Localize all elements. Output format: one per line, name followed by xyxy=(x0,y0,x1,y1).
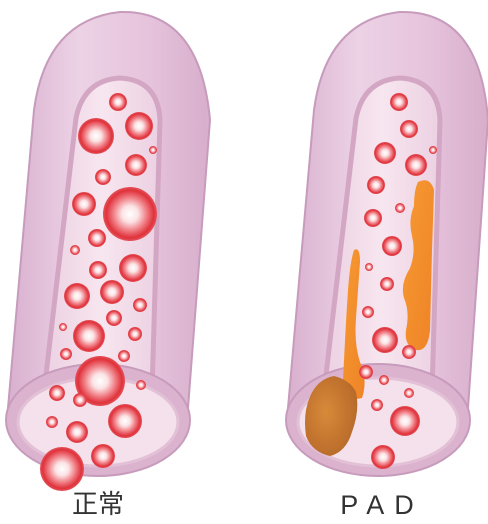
red-blood-cell xyxy=(128,327,142,341)
red-blood-cell xyxy=(60,348,72,360)
red-blood-cell xyxy=(402,345,416,359)
red-blood-cell xyxy=(106,310,122,326)
red-blood-cell xyxy=(119,254,147,282)
red-blood-cell xyxy=(49,385,65,401)
red-blood-cell xyxy=(371,445,395,469)
red-blood-cell xyxy=(78,118,114,154)
red-blood-cell xyxy=(372,327,398,353)
red-blood-cell xyxy=(405,154,427,176)
red-blood-cell xyxy=(380,277,394,291)
red-blood-cell xyxy=(379,375,389,385)
red-blood-cell xyxy=(382,236,402,256)
red-blood-cell xyxy=(395,203,405,213)
red-blood-cell xyxy=(125,112,153,140)
red-blood-cell xyxy=(70,245,80,255)
pad-artery xyxy=(286,12,488,476)
red-blood-cell xyxy=(91,444,115,468)
red-blood-cell xyxy=(365,263,373,271)
red-blood-cell xyxy=(133,298,147,312)
red-blood-cell xyxy=(390,93,408,111)
red-blood-cell xyxy=(103,187,157,241)
red-blood-cell xyxy=(118,350,130,362)
red-blood-cell xyxy=(64,283,90,309)
red-blood-cell xyxy=(89,261,107,279)
red-blood-cell xyxy=(40,447,84,491)
red-blood-cell xyxy=(59,323,67,331)
normal-artery xyxy=(6,12,210,491)
red-blood-cell xyxy=(149,146,157,154)
red-blood-cell xyxy=(100,280,124,304)
red-blood-cell xyxy=(66,421,88,443)
red-blood-cell xyxy=(73,393,87,407)
red-blood-cell xyxy=(72,192,96,216)
red-blood-cell xyxy=(136,380,146,390)
red-blood-cell xyxy=(359,365,373,379)
label-normal: 正常 xyxy=(38,488,158,522)
red-blood-cell xyxy=(429,146,437,154)
red-blood-cell xyxy=(88,229,106,247)
red-blood-cell xyxy=(404,388,414,398)
label-pad: PAD xyxy=(322,488,442,522)
red-blood-cell xyxy=(364,209,382,227)
red-blood-cell xyxy=(73,320,105,352)
red-blood-cell xyxy=(374,142,396,164)
red-blood-cell xyxy=(109,93,127,111)
red-blood-cell xyxy=(367,176,385,194)
red-blood-cell xyxy=(95,169,111,185)
red-blood-cell xyxy=(390,406,420,436)
red-blood-cell xyxy=(46,416,58,428)
red-blood-cell xyxy=(371,399,383,411)
red-blood-cell xyxy=(125,154,147,176)
red-blood-cell xyxy=(400,120,418,138)
red-blood-cell xyxy=(108,404,142,438)
red-blood-cell xyxy=(362,306,374,318)
